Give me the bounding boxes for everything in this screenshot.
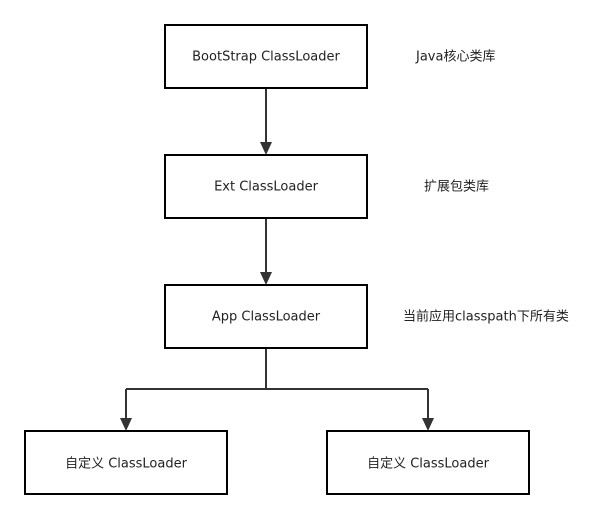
connectors bbox=[120, 88, 434, 431]
node-label: 自定义 ClassLoader bbox=[367, 457, 490, 472]
note-app: 当前应用classpath下所有类 bbox=[403, 309, 569, 325]
node-box bbox=[24, 430, 228, 495]
node-ext-classloader: Ext ClassLoader bbox=[164, 154, 368, 219]
node-label: BootStrap ClassLoader bbox=[192, 50, 340, 65]
node-label: Ext ClassLoader bbox=[214, 180, 319, 195]
arrowhead-app bbox=[260, 272, 272, 285]
node-box bbox=[326, 430, 530, 495]
node-box bbox=[164, 24, 368, 89]
arrowhead-ext bbox=[260, 142, 272, 155]
node-custom-classloader-left: 自定义 ClassLoader bbox=[24, 430, 228, 495]
arrowhead-custom-right bbox=[422, 418, 434, 431]
note-bootstrap: Java核心类库 bbox=[415, 49, 495, 65]
node-box bbox=[164, 284, 368, 349]
node-label: App ClassLoader bbox=[212, 310, 321, 325]
arrowhead-custom-left bbox=[120, 418, 132, 431]
node-custom-classloader-right: 自定义 ClassLoader bbox=[326, 430, 530, 495]
node-bootstrap-classloader: BootStrap ClassLoader bbox=[164, 24, 368, 89]
node-label: 自定义 ClassLoader bbox=[65, 457, 188, 472]
node-box bbox=[164, 154, 368, 219]
node-app-classloader: App ClassLoader bbox=[164, 284, 368, 349]
note-ext: 扩展包类库 bbox=[424, 179, 489, 195]
